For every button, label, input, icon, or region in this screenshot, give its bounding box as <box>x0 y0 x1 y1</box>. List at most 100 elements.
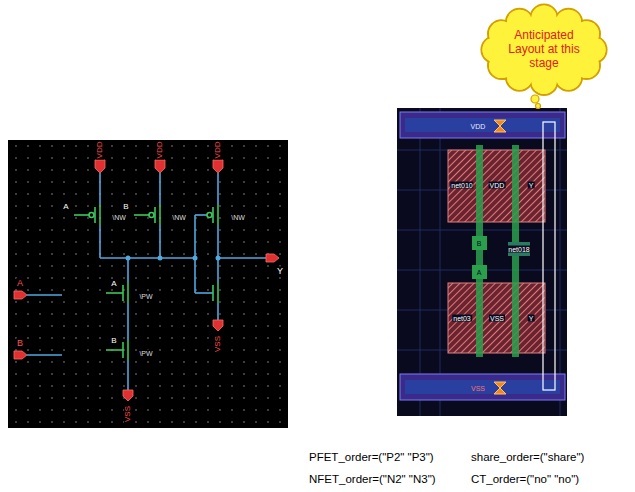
layout-label: B <box>476 240 483 247</box>
grid-dot <box>39 229 41 231</box>
grid-dot <box>171 385 173 387</box>
grid-dot <box>279 169 281 171</box>
grid-dot <box>219 289 221 291</box>
grid-dot <box>111 397 113 399</box>
grid-dot <box>279 301 281 303</box>
grid-dot <box>87 181 89 183</box>
grid-dot <box>171 205 173 207</box>
grid-dot <box>147 157 149 159</box>
grid-dot <box>123 373 125 375</box>
grid-dot <box>219 277 221 279</box>
grid-dot <box>51 385 53 387</box>
grid-dot <box>27 277 29 279</box>
grid-dot <box>63 265 65 267</box>
grid-dot <box>75 289 77 291</box>
grid-dot <box>75 193 77 195</box>
grid-dot <box>195 373 197 375</box>
grid-dot <box>243 409 245 411</box>
grid-dot <box>159 421 161 423</box>
grid-dot <box>27 373 29 375</box>
grid-dot <box>39 313 41 315</box>
pin-symbols <box>14 160 279 401</box>
grid-dot <box>147 325 149 327</box>
grid-dot <box>171 421 173 423</box>
grid-dot <box>267 325 269 327</box>
grid-dot <box>75 373 77 375</box>
grid-dot <box>183 289 185 291</box>
grid-dot <box>231 289 233 291</box>
grid-dot <box>51 217 53 219</box>
grid-dot <box>255 313 257 315</box>
grid-dot <box>75 325 77 327</box>
grid-dot <box>159 289 161 291</box>
grid-dot <box>51 289 53 291</box>
grid-dot <box>195 169 197 171</box>
grid-dot <box>63 217 65 219</box>
grid-dot <box>243 373 245 375</box>
grid-dot <box>15 289 17 291</box>
grid-dot <box>267 277 269 279</box>
grid-dot <box>15 421 17 423</box>
grid-dot <box>147 337 149 339</box>
grid-dot <box>15 169 17 171</box>
grid-dot <box>99 265 101 267</box>
grid-dot <box>243 145 245 147</box>
grid-dot <box>63 385 65 387</box>
grid-dot <box>243 349 245 351</box>
grid-dot <box>267 193 269 195</box>
grid-dot <box>39 157 41 159</box>
grid-dot <box>219 313 221 315</box>
schematic <box>8 140 288 428</box>
grid-dot <box>111 385 113 387</box>
grid-dot <box>231 181 233 183</box>
grid-dot <box>51 169 53 171</box>
grid-dot <box>75 145 77 147</box>
grid-dot <box>111 253 113 255</box>
grid-dot <box>183 313 185 315</box>
grid-dot <box>135 181 137 183</box>
grid-dot <box>99 385 101 387</box>
grid-dot <box>231 325 233 327</box>
grid-dot <box>183 409 185 411</box>
grid-dot <box>15 241 17 243</box>
grid-dot <box>243 181 245 183</box>
pin-label: Y <box>276 267 284 276</box>
grid-dot <box>63 361 65 363</box>
grid-dot <box>183 169 185 171</box>
gate-label: B <box>110 337 117 345</box>
grid-dot <box>255 217 257 219</box>
grid-dot <box>171 361 173 363</box>
grid-dot <box>87 289 89 291</box>
grid-dot <box>99 373 101 375</box>
grid-dot <box>15 217 17 219</box>
grid-dot <box>99 337 101 339</box>
grid-dot <box>207 253 209 255</box>
grid-dot <box>27 289 29 291</box>
grid-dot <box>147 409 149 411</box>
grid-dot <box>219 241 221 243</box>
grid-dot <box>75 313 77 315</box>
grid-dot <box>195 385 197 387</box>
grid-dot <box>147 397 149 399</box>
grid-dot <box>219 373 221 375</box>
grid-dot <box>195 145 197 147</box>
grid-dot <box>183 337 185 339</box>
grid-dot <box>171 313 173 315</box>
grid-dot <box>279 337 281 339</box>
grid-dot <box>87 217 89 219</box>
grid-dot <box>135 265 137 267</box>
grid-dot <box>243 277 245 279</box>
grid-dot <box>231 157 233 159</box>
grid-dot <box>99 325 101 327</box>
grid-dot <box>207 205 209 207</box>
grid-dot <box>171 325 173 327</box>
grid-dot <box>159 385 161 387</box>
grid-dot <box>51 325 53 327</box>
grid-dot <box>207 397 209 399</box>
grid-dot <box>63 325 65 327</box>
grid-dot <box>39 205 41 207</box>
grid-dot <box>243 253 245 255</box>
layout-label: net03 <box>452 315 472 322</box>
grid-dot <box>87 253 89 255</box>
